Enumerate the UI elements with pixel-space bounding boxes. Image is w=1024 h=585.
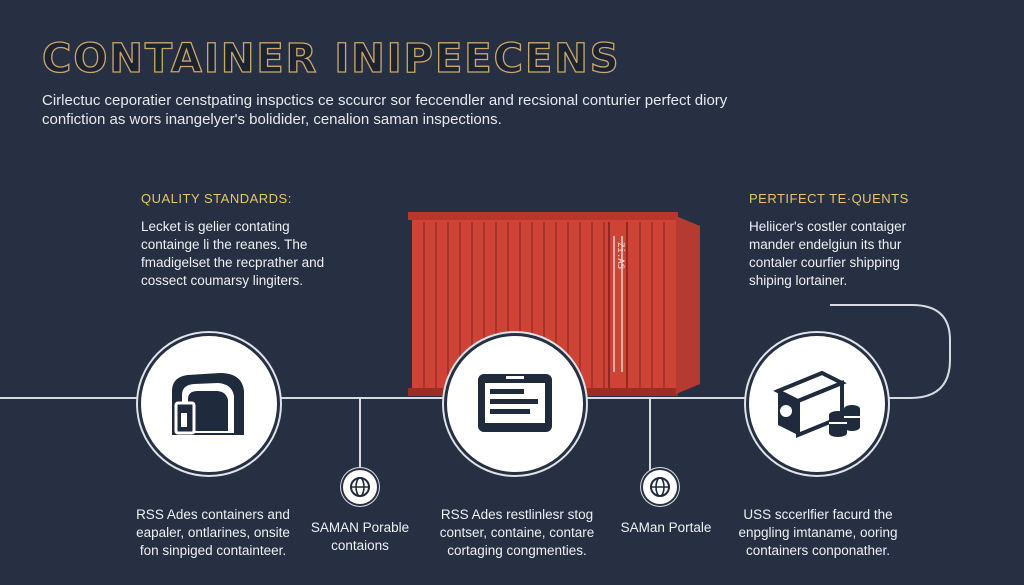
quality-standards-text: Lecket is gelier contating containge li … [141,219,325,288]
requirements-heading: PERTIFECT TE·QUENTS [749,191,909,206]
bottom-label-1: SAMAN Porable contaions [310,520,410,553]
cargo-circle [746,333,888,475]
shipping-cargo-icon [773,370,860,438]
page-title: CONTAINER INIPEECENS [41,35,621,82]
container-marking: Zi:AS [615,242,625,269]
globe-marker-1 [343,470,377,504]
monitor-icon [478,374,552,432]
globe-icon [650,477,670,497]
bottom-text-2: RSS Ades restlinlesr stog contser, conta… [439,507,595,558]
bottom-text-3: USS sccerlfier facurd the enpgling imtan… [738,507,898,558]
globe-icon [350,477,370,497]
bottom-text-1: RSS Ades containers and eapaler, ontlari… [136,507,290,558]
quality-standards-heading: QUALITY STANDARDS: [141,191,292,206]
globe-marker-2 [643,470,677,504]
bottom-label-2: SAMan Portale [620,520,712,535]
warehouse-circle [138,333,280,475]
page-subtitle: Cirlectuc ceporatier censtpating inspcti… [42,92,728,128]
warehouse-icon [172,373,244,435]
requirements-text: Heliicer's costler contaiger mander ende… [749,219,907,288]
monitor-circle [444,333,586,475]
